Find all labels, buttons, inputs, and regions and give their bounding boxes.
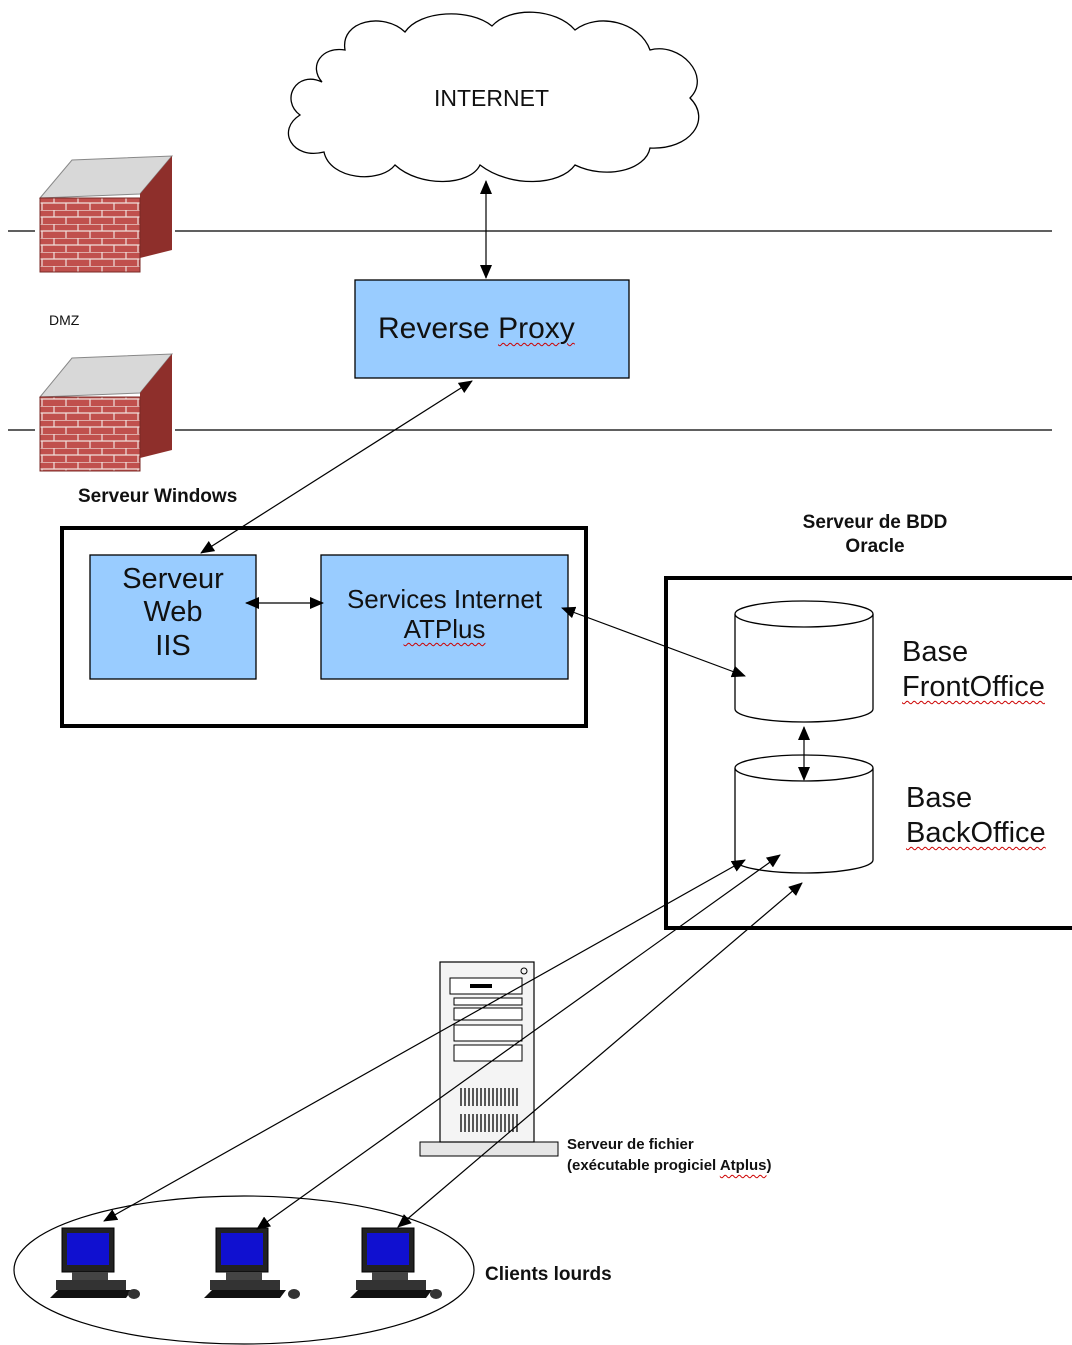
backoffice-database-icon	[734, 754, 874, 874]
iis-line2: Web	[143, 596, 203, 629]
firewall-icon	[38, 353, 174, 472]
reverse-proxy-label: Reverse Proxy	[378, 312, 575, 346]
reverse-proxy-word1: Reverse	[378, 312, 490, 345]
clients-label: Clients lourds	[485, 1264, 612, 1285]
frontoffice-database-icon	[734, 600, 874, 723]
file-server-line1: Serveur de fichier	[567, 1136, 694, 1153]
db-server-title-line1: Serveur de BDD	[802, 512, 948, 533]
client-computer-icon	[350, 1227, 442, 1299]
backoffice-line2: BackOffice	[906, 816, 1046, 849]
file-server-line2-prefix: (exécutable progiciel	[567, 1157, 720, 1174]
iis-line1: Serveur	[122, 563, 224, 595]
dmz-label: DMZ	[49, 312, 80, 328]
atplus-services-box	[320, 554, 569, 680]
windows-server-title: Serveur Windows	[78, 486, 238, 507]
backoffice-label: Base BackOffice	[906, 781, 1046, 851]
reverse-proxy-word2: Proxy	[498, 312, 575, 345]
file-server-label: Serveur de fichier (exécutable progiciel…	[567, 1134, 772, 1176]
db-server-title: Serveur de BDD Oracle	[760, 511, 990, 559]
iis-web-server-label: Serveur Web IIS	[90, 563, 256, 663]
services-line1: Services Internet	[346, 584, 543, 614]
frontoffice-label: Base FrontOffice	[902, 635, 1045, 705]
internet-label: INTERNET	[434, 85, 549, 111]
services-line2: ATPlus	[403, 613, 486, 644]
iis-web-server-box	[89, 554, 257, 680]
frontoffice-line2: FrontOffice	[902, 670, 1045, 703]
frontoffice-line1: Base	[902, 636, 969, 668]
internet-cloud-icon	[287, 11, 700, 183]
iis-line3: IIS	[155, 629, 191, 662]
backoffice-line1: Base	[906, 782, 973, 814]
db-server-title-line2: Oracle	[845, 535, 905, 557]
proxy-iis-connector	[200, 380, 473, 554]
db-server-container	[664, 576, 1072, 930]
services-frontoffice-connector	[561, 606, 746, 678]
client-computer-icon	[50, 1227, 140, 1299]
reverse-proxy-box	[354, 279, 630, 379]
file-server-icon	[419, 961, 559, 1157]
backoffice-client3-connector	[397, 882, 803, 1228]
file-server-line2-suffix: )	[766, 1157, 772, 1174]
firewall-icon	[38, 155, 174, 273]
client-computer-icon	[204, 1227, 300, 1299]
file-server-line2-word: Atplus	[719, 1157, 767, 1174]
atplus-services-label: Services Internet ATPlus	[318, 584, 571, 645]
